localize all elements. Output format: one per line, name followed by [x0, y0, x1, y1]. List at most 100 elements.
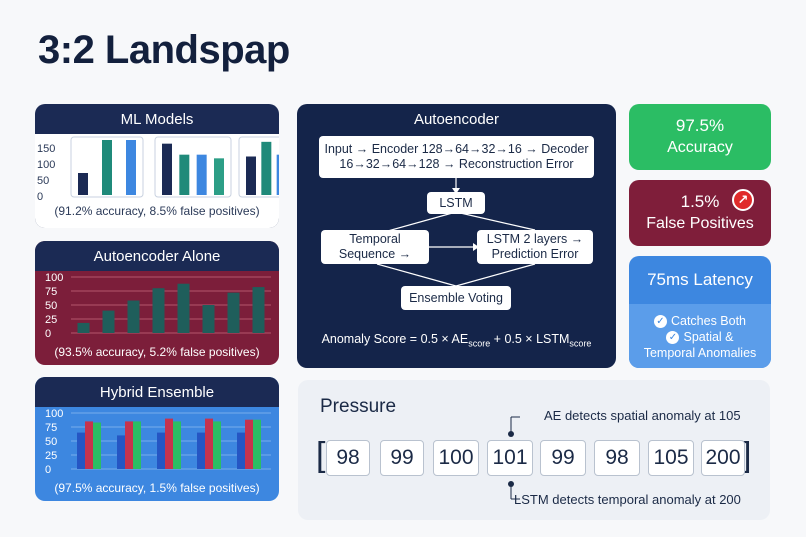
lstm-node: LSTM	[427, 192, 485, 214]
ml-bar	[214, 158, 224, 195]
benefit-row: ✓ Spatial &	[629, 330, 771, 344]
y-tick: 150	[37, 143, 56, 155]
ml-bar	[126, 140, 136, 195]
benefit-text: Temporal Anomalies	[643, 346, 757, 360]
anomaly-score-formula: Anomaly Score = 0.5 × AEscore + 0.5 × LS…	[297, 332, 616, 349]
y-tick: 100	[45, 272, 63, 284]
y-tick: 0	[37, 191, 44, 203]
arrow-head	[452, 188, 460, 194]
score-sub-ae: score	[468, 338, 491, 349]
hybrid-bar	[125, 421, 133, 469]
pressure-title: Pressure	[320, 396, 397, 417]
close-bracket: ]	[742, 436, 752, 474]
accuracy-kpi: 97.5% Accuracy	[629, 104, 771, 170]
hybrid-bar	[205, 418, 213, 469]
hybrid-bar	[157, 432, 165, 469]
ml-models-caption-band	[35, 200, 279, 228]
connector	[455, 211, 536, 231]
hybrid-bar	[117, 435, 125, 469]
pressure-value: 98	[326, 440, 370, 476]
ml-bar	[78, 173, 88, 195]
hybrid-ensemble-title: Hybrid Ensemble	[35, 377, 279, 407]
y-tick: 0	[45, 464, 51, 476]
ml-bar	[261, 141, 272, 195]
open-bracket: [	[316, 436, 326, 474]
ml-mini-panel	[238, 136, 279, 198]
y-tick: 0	[45, 328, 51, 340]
ae-bar	[227, 292, 240, 333]
pressure-value: 100	[433, 440, 479, 476]
encoder-line-2: 16→32→64→128 → Reconstruction Error	[339, 157, 574, 171]
false-positives-value: 1.5%	[680, 192, 720, 211]
ml-bar	[162, 143, 172, 195]
score-prefix: Anomaly Score = 0.5 × AE	[321, 332, 469, 346]
pressure-panel: Pressure AE detects spatial anomaly at 1…	[298, 380, 770, 520]
ae-bar	[177, 283, 190, 333]
connector	[455, 263, 536, 287]
arrow-head	[473, 243, 479, 251]
benefit-row: Temporal Anomalies	[629, 346, 771, 360]
hybrid-bar	[77, 432, 85, 469]
y-tick: 50	[37, 175, 50, 187]
pressure-value: 98	[594, 440, 640, 476]
ml-models-card: ML Models 150 100 50 0 (91.2% accuracy, …	[35, 104, 279, 228]
ml-bar	[246, 156, 256, 195]
ml-models-caption: (91.2% accuracy, 8.5% false positives)	[54, 204, 260, 218]
hybrid-bar	[245, 419, 253, 469]
hybrid-bar	[165, 418, 173, 469]
score-sub-lstm: score	[569, 338, 592, 349]
ml-mini-panel	[154, 136, 232, 198]
pressure-value: 101	[487, 440, 533, 476]
hybrid-bar	[237, 432, 245, 469]
pressure-value: 99	[380, 440, 424, 476]
ml-models-chart	[70, 136, 279, 198]
autoencoder-alone-title: Autoencoder Alone	[35, 241, 279, 271]
accuracy-value: 97.5%	[675, 116, 725, 135]
benefit-text: Spatial &	[683, 330, 734, 344]
ml-models-y-ticks: 150 100 50 0	[37, 141, 55, 205]
hybrid-bar	[253, 419, 261, 469]
ae-bar	[127, 300, 140, 333]
benefit-row: ✓ Catches Both	[629, 314, 771, 328]
y-tick: 100	[45, 408, 63, 420]
check-icon: ✓	[666, 330, 680, 344]
ae-bar	[152, 288, 165, 333]
autoencoder-alone-caption: (93.5% accuracy, 5.2% false positives)	[54, 345, 260, 359]
hybrid-bar	[197, 432, 205, 469]
ae-annotation: AE detects spatial anomaly at 105	[544, 408, 741, 423]
page-title: 3:2 Landspap	[38, 28, 290, 72]
temporal-sequence-node: Temporal Sequence →	[321, 230, 429, 264]
ae-marker	[508, 431, 514, 437]
pressure-value: 105	[648, 440, 694, 476]
latency-benefits: ✓ Catches Both ✓ Spatial & Temporal Anom…	[629, 304, 771, 368]
false-positives-kpi: 1.5% False Positives ↗	[629, 180, 771, 246]
hybrid-bar	[85, 421, 93, 469]
check-icon: ✓	[653, 314, 667, 328]
ml-bar	[276, 154, 279, 195]
ae-bar	[252, 287, 265, 333]
ae-bar	[77, 322, 90, 333]
y-tick: 100	[37, 159, 56, 171]
lstm-2-layers-node: LSTM 2 layers → Prediction Error	[477, 230, 593, 264]
hybrid-bar	[173, 421, 181, 469]
pressure-annotations	[508, 416, 520, 500]
encoder-node: Input → Encoder 128→64→32→16 → Decoder 1…	[319, 136, 594, 178]
y-tick: 50	[45, 300, 57, 312]
y-tick: 25	[45, 314, 57, 326]
ml-bar	[179, 154, 190, 195]
hybrid-ensemble-caption: (97.5% accuracy, 1.5% false positives)	[54, 481, 260, 495]
ml-models-title: ML Models	[120, 110, 194, 128]
false-positives-label: False Positives	[646, 215, 754, 232]
ensemble-voting-node: Ensemble Voting	[401, 286, 511, 310]
benefit-text: Catches Both	[670, 314, 747, 328]
ae-bar	[202, 305, 215, 333]
latency-label: 75ms Latency	[647, 270, 753, 289]
ml-bar	[102, 140, 112, 195]
lstm-marker	[508, 481, 514, 487]
y-tick: 75	[45, 422, 57, 434]
hybrid-bar	[213, 421, 221, 469]
hybrid-bar	[133, 421, 141, 469]
